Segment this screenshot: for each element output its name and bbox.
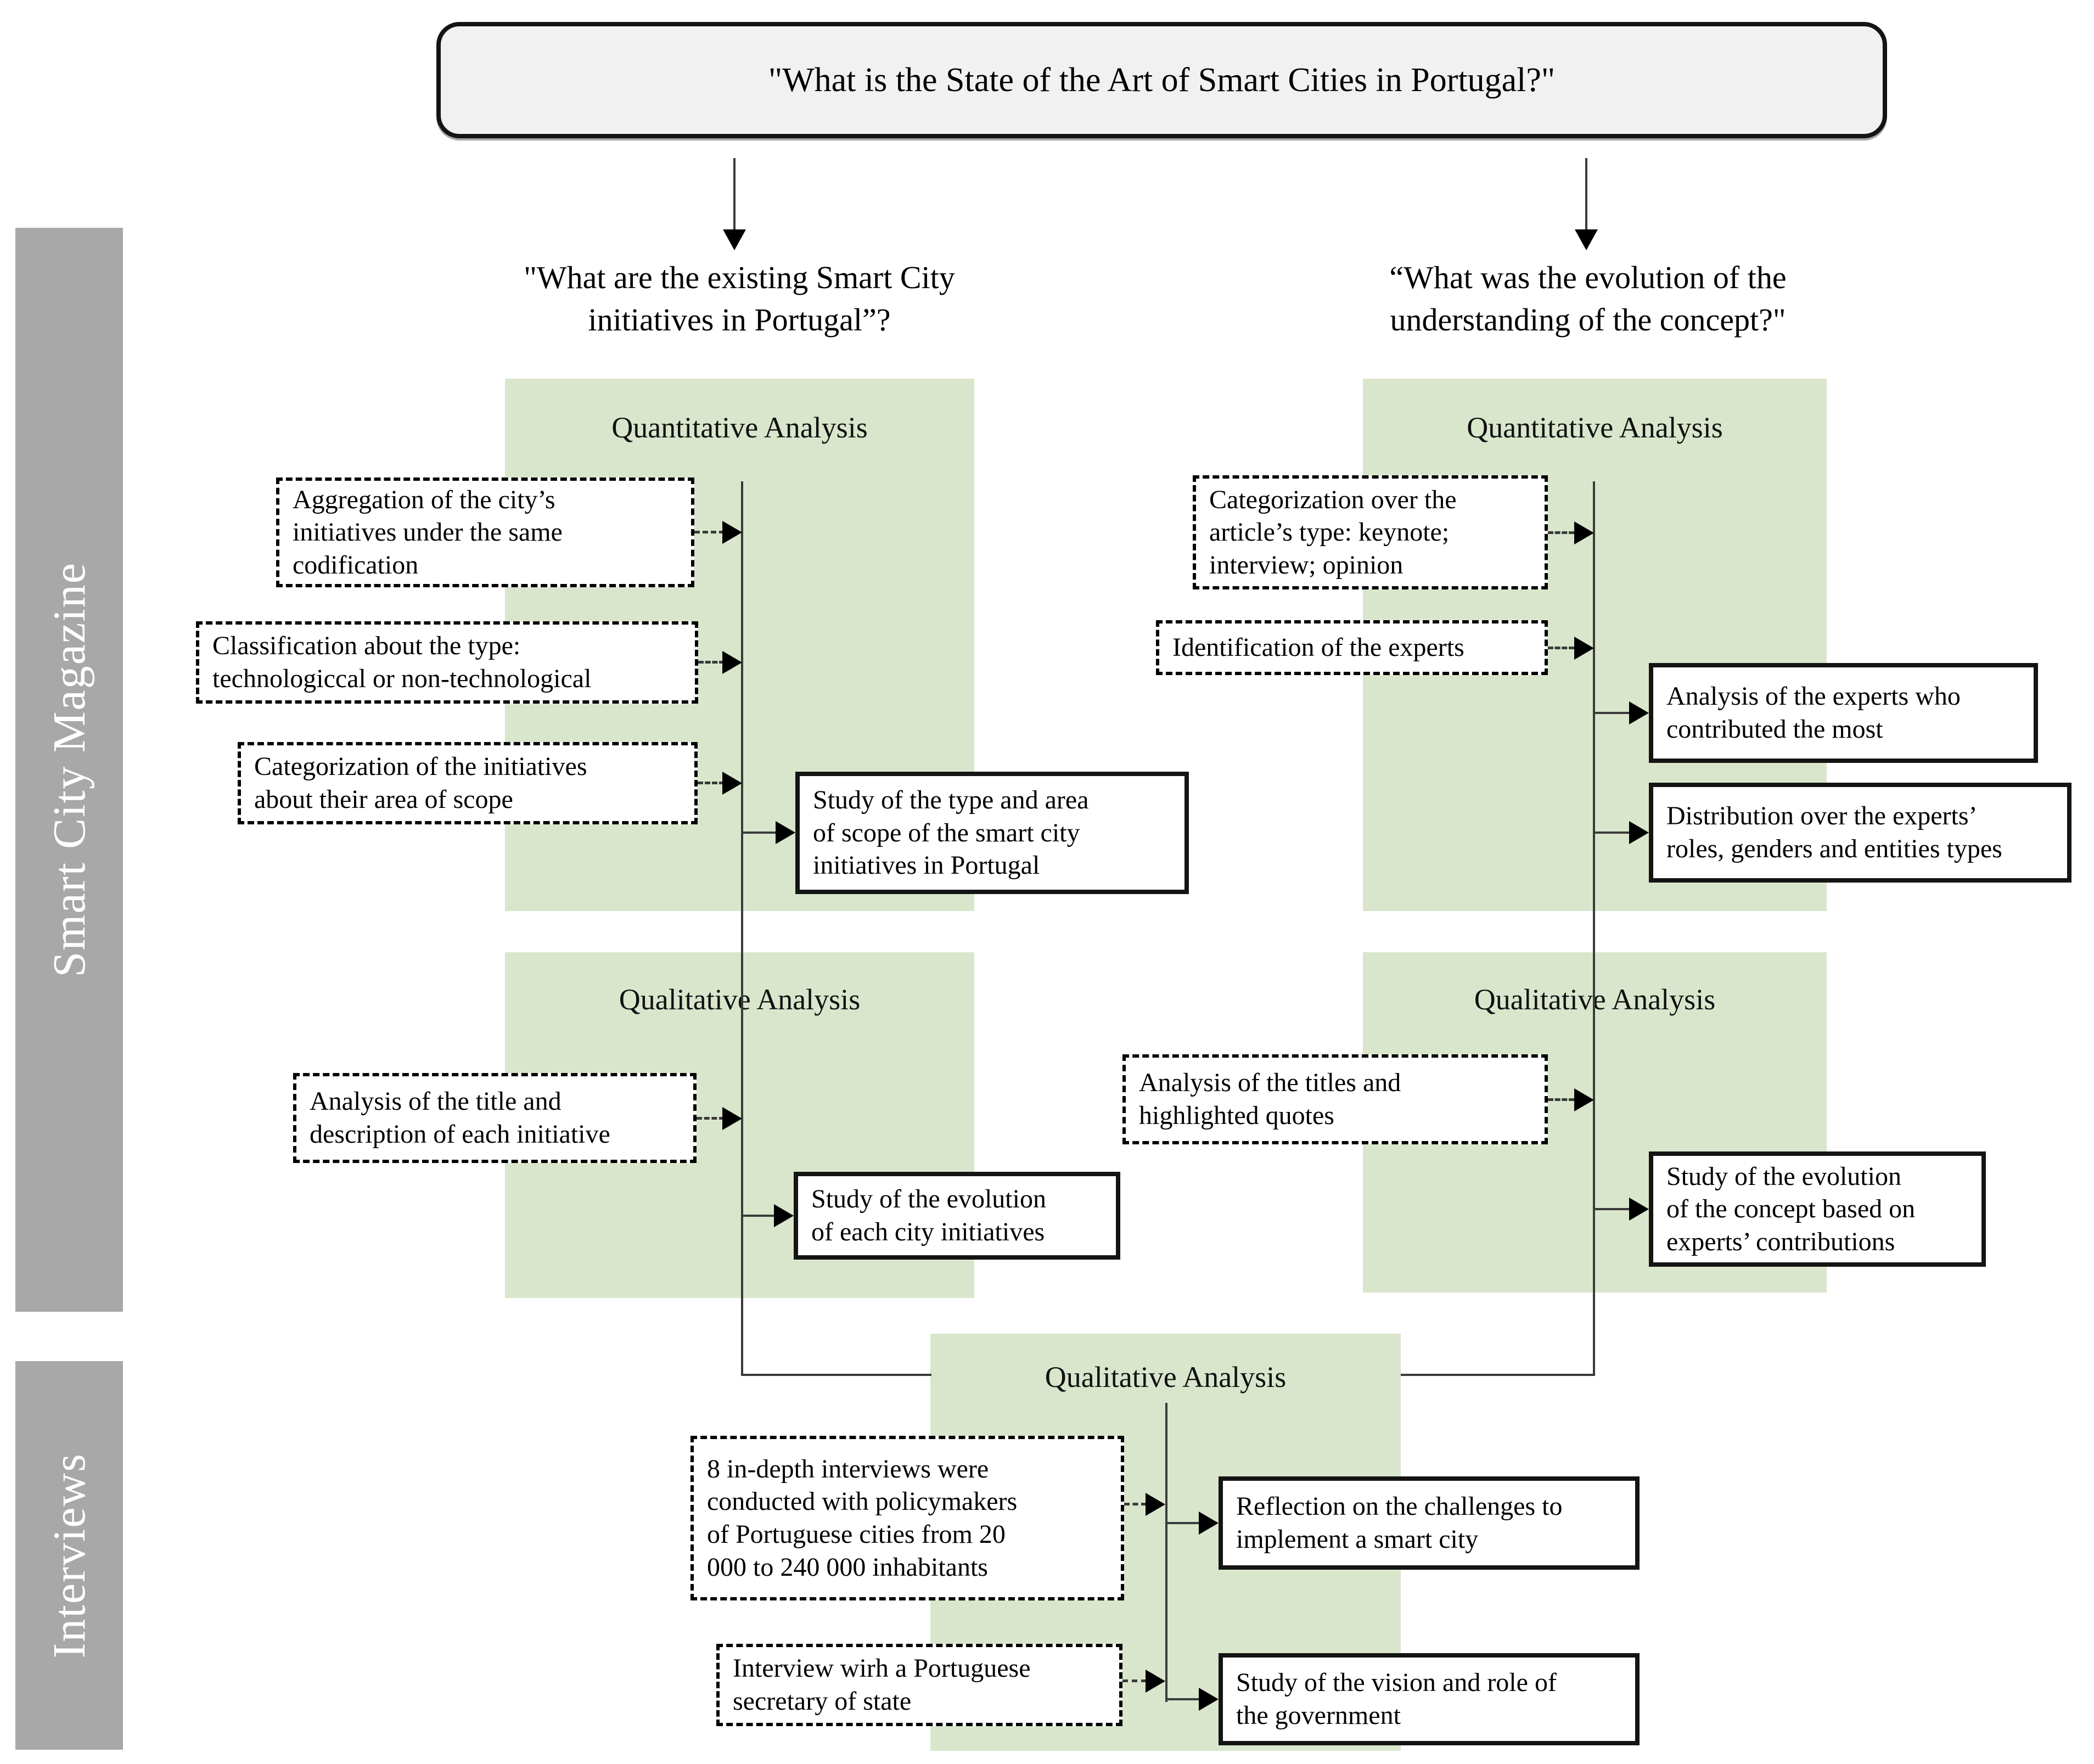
- input-box: Identification of the experts: [1156, 620, 1548, 675]
- sidebar-interviews: Interviews: [15, 1361, 123, 1750]
- output-box: Reflection on the challenges to implemen…: [1219, 1476, 1640, 1570]
- connector-arrowhead: [722, 772, 742, 795]
- solid-connector: [1595, 1208, 1630, 1210]
- dashed-connector: [694, 531, 725, 533]
- main-question-box: "What is the State of the Art of Smart C…: [436, 22, 1887, 138]
- solid-connector: [1595, 832, 1630, 834]
- left-subquestion: "What are the existing Smart City initia…: [524, 260, 955, 338]
- main-arrow-right-head: [1575, 229, 1598, 250]
- output-box: Study of the evolution of each city init…: [794, 1172, 1120, 1260]
- input-box: Classification about the type: technolog…: [196, 621, 698, 704]
- connector-arrowhead: [774, 1204, 794, 1227]
- solid-connector: [1167, 1522, 1200, 1524]
- connector-arrowhead: [1146, 1670, 1165, 1693]
- dashed-connector: [1548, 531, 1574, 534]
- connector-arrowhead: [1199, 1512, 1219, 1535]
- connector-arrowhead: [1574, 521, 1594, 544]
- input-box: Categorization over the article’s type: …: [1193, 475, 1548, 589]
- left-elbow: [741, 1374, 931, 1376]
- connector-arrowhead: [722, 521, 742, 544]
- solid-connector: [743, 832, 777, 834]
- dashed-connector: [698, 661, 725, 664]
- main-arrow-left-line: [733, 158, 736, 231]
- connector-arrowhead: [1574, 637, 1594, 660]
- left-quantitative-title: Quantitative Analysis: [611, 411, 868, 444]
- main-question-text: "What is the State of the Art of Smart C…: [768, 61, 1556, 99]
- dashed-connector: [1548, 1098, 1574, 1101]
- interviews-qualitative-title: Qualitative Analysis: [1045, 1361, 1287, 1394]
- dashed-connector: [1124, 1503, 1147, 1505]
- connector-arrowhead: [722, 1107, 742, 1130]
- output-box: Analysis of the experts who contributed …: [1649, 663, 2038, 763]
- left-spine: [741, 481, 743, 1376]
- output-box: Study of the type and area of scope of t…: [795, 772, 1189, 894]
- right-spine: [1593, 481, 1595, 1376]
- right-quantitative-title: Quantitative Analysis: [1467, 411, 1723, 444]
- output-box: Study of the evolution of the concept ba…: [1649, 1151, 1986, 1267]
- connector-arrowhead: [1629, 1198, 1649, 1221]
- sidebar-smart-city-magazine: Smart City Magazine: [15, 228, 123, 1312]
- sidebar-interviews-label: Interviews: [43, 1452, 95, 1659]
- main-arrow-left-head: [723, 229, 746, 250]
- left-qualitative-title: Qualitative Analysis: [619, 983, 861, 1016]
- connector-arrowhead: [1199, 1688, 1219, 1711]
- connector-arrowhead: [776, 821, 795, 844]
- input-box: Categorization of the initiatives about …: [238, 742, 698, 824]
- dashed-connector: [698, 782, 725, 784]
- main-arrow-right-line: [1585, 158, 1587, 231]
- input-box: Analysis of the title and description of…: [293, 1073, 697, 1163]
- sidebar-magazine-label: Smart City Magazine: [43, 562, 95, 977]
- input-box: Analysis of the titles and highlighted q…: [1122, 1054, 1548, 1144]
- connector-arrowhead: [1146, 1493, 1165, 1516]
- dashed-connector: [1122, 1679, 1147, 1682]
- solid-connector: [743, 1215, 775, 1217]
- input-box: Aggregation of the city’s initiatives un…: [276, 477, 694, 587]
- right-subquestion: “What was the evolution of the understan…: [1389, 260, 1787, 338]
- input-box: Interview wirh a Portuguese secretary of…: [716, 1644, 1122, 1726]
- solid-connector: [1167, 1698, 1200, 1700]
- solid-connector: [1595, 712, 1630, 714]
- connector-arrowhead: [722, 651, 742, 674]
- input-box: 8 in-depth interviews were conducted wit…: [690, 1436, 1124, 1600]
- connector-arrowhead: [1574, 1088, 1594, 1111]
- output-box: Study of the vision and role of the gove…: [1219, 1653, 1640, 1745]
- right-elbow: [1401, 1374, 1595, 1376]
- dashed-connector: [697, 1117, 725, 1120]
- dashed-connector: [1548, 647, 1574, 649]
- connector-arrowhead: [1629, 701, 1649, 724]
- connector-arrowhead: [1629, 821, 1649, 844]
- output-box: Distribution over the experts’ roles, ge…: [1649, 783, 2071, 883]
- interviews-spine: [1165, 1403, 1167, 1702]
